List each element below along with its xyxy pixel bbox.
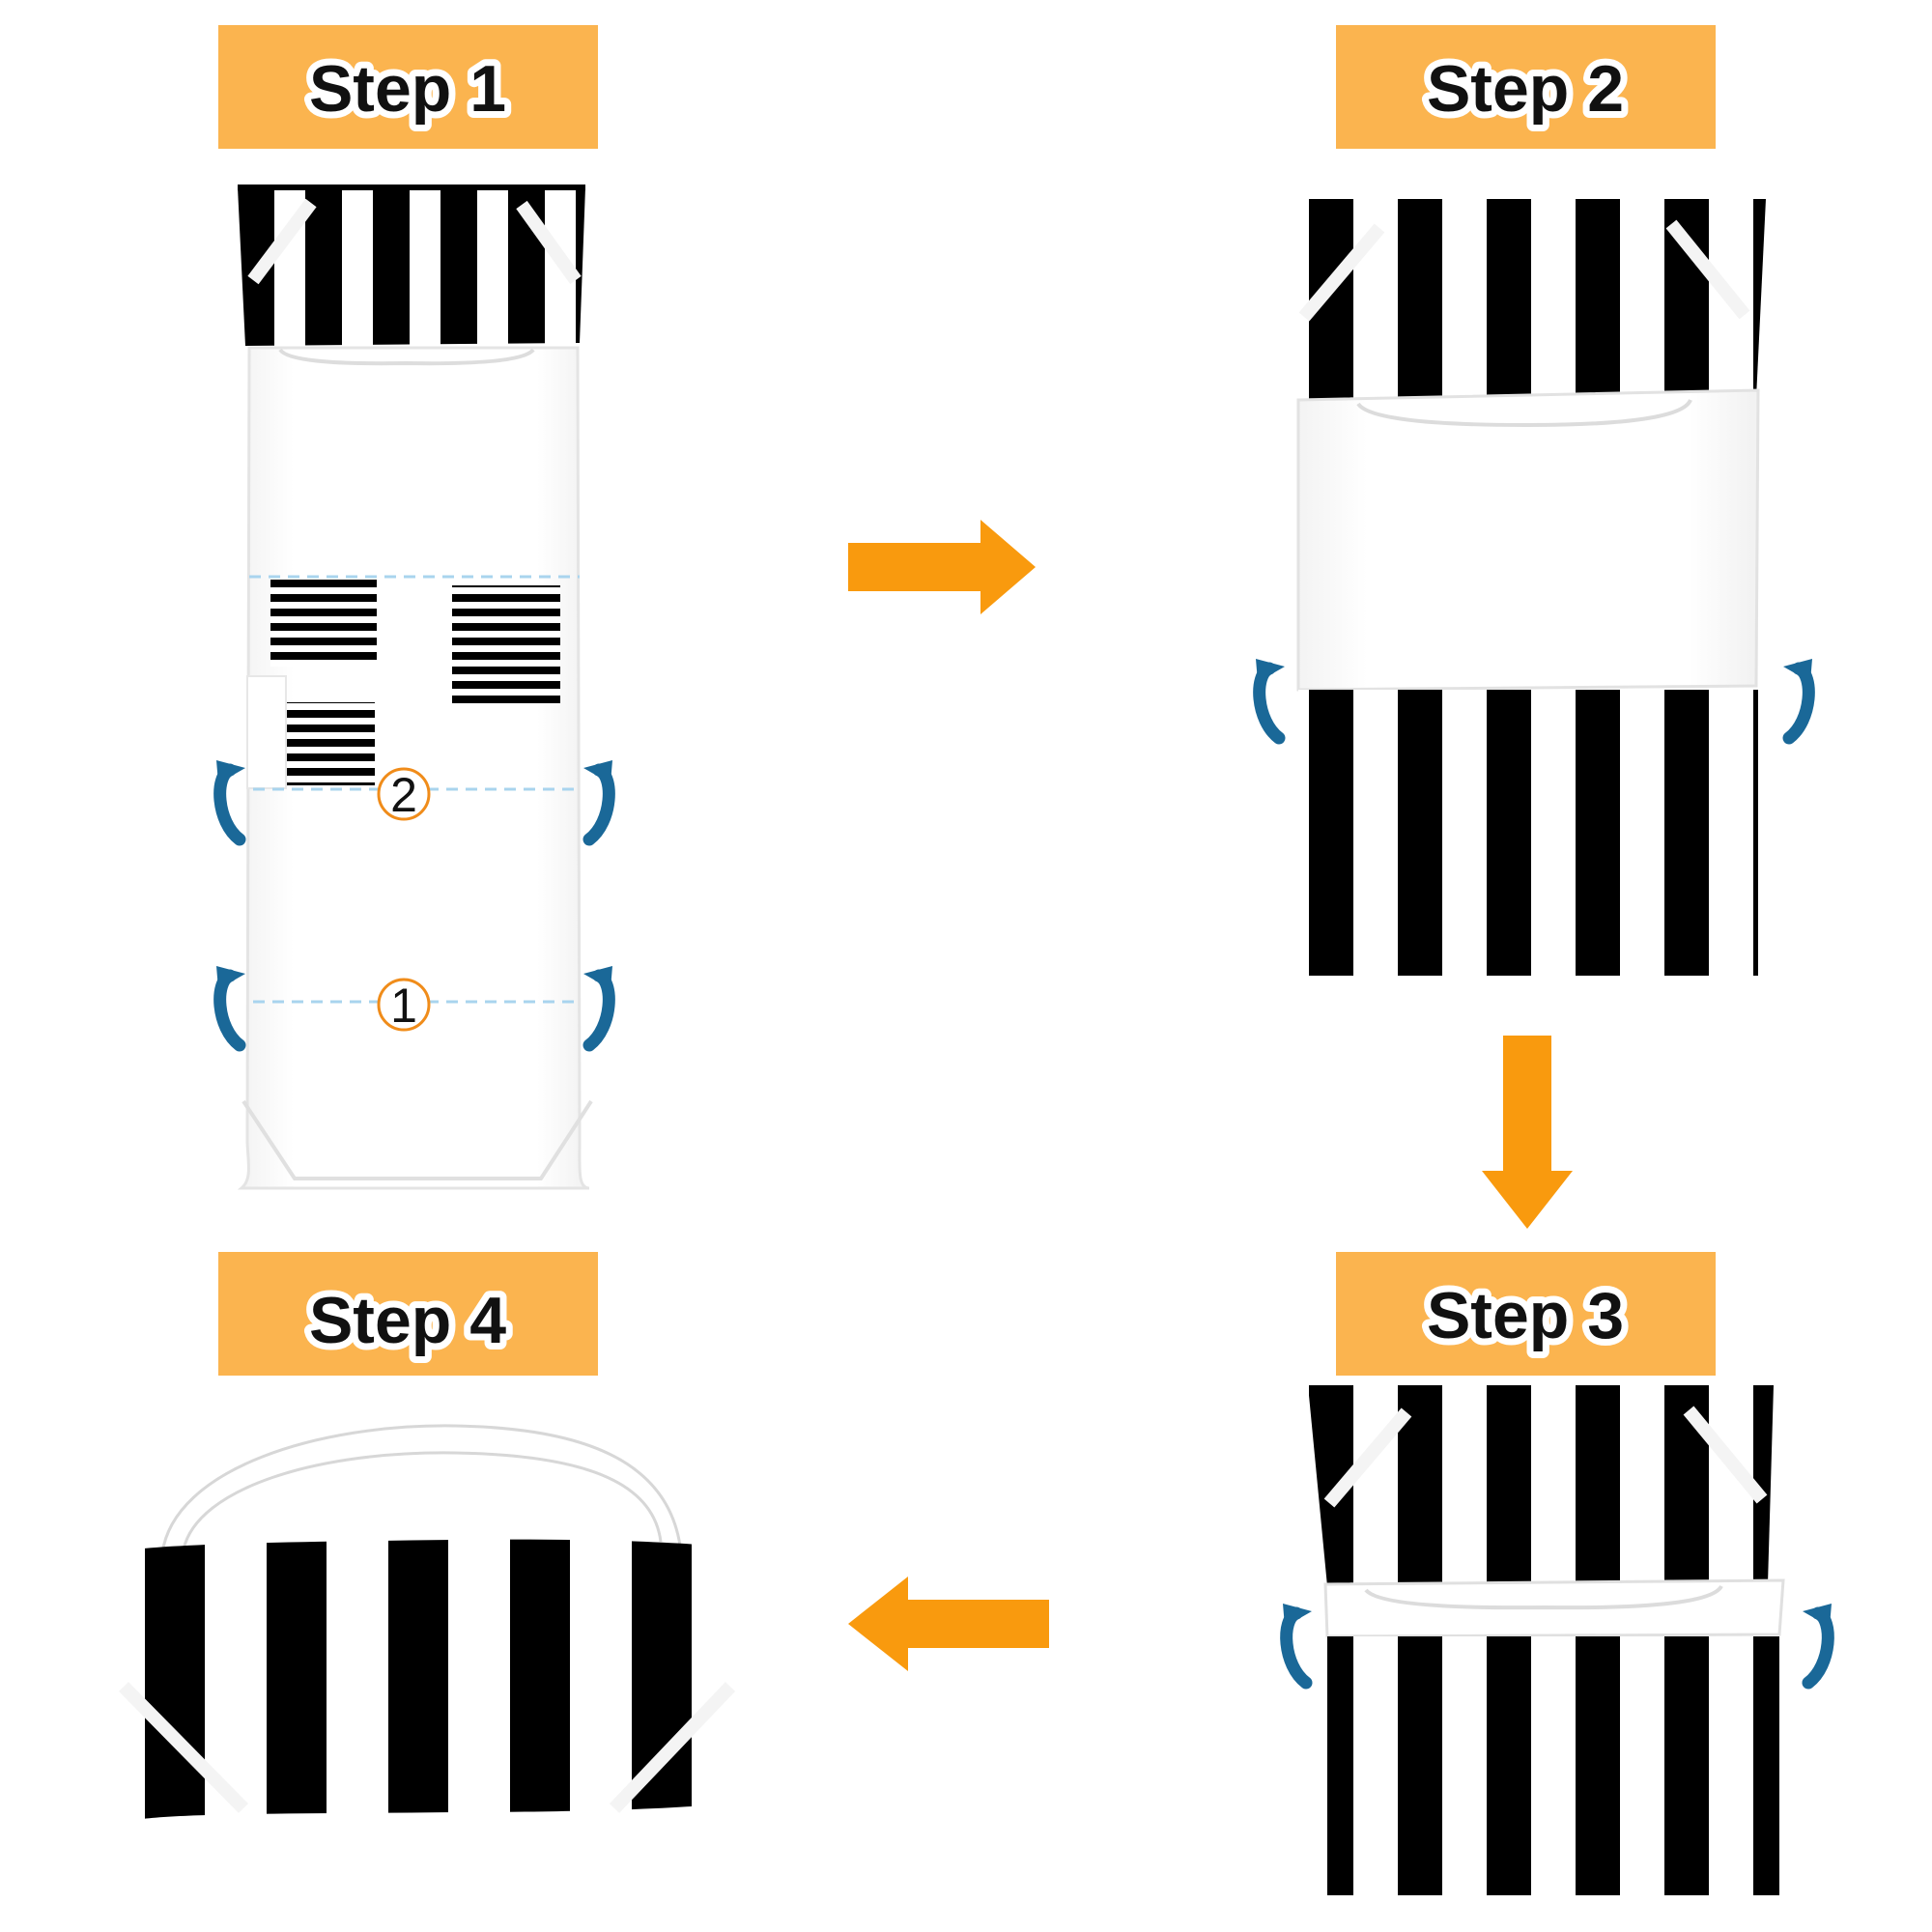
curved-fold-arrow-icon bbox=[1280, 1604, 1313, 1690]
step-2-panel: Step 2 bbox=[1253, 25, 1815, 976]
step-4-title: Step 4 bbox=[309, 1284, 506, 1357]
curved-fold-arrow-icon bbox=[1782, 659, 1815, 745]
arrow-left-icon bbox=[848, 1577, 1049, 1671]
curved-fold-arrow-icon bbox=[213, 760, 246, 846]
curved-fold-arrow-icon bbox=[582, 760, 615, 846]
svg-text:1: 1 bbox=[390, 979, 417, 1033]
step-2-banner bbox=[1336, 25, 1716, 149]
step-1-unfolded-pillow: 2 1 bbox=[237, 185, 593, 1190]
svg-text:2: 2 bbox=[390, 768, 417, 822]
step-3-title: Step 3 bbox=[1427, 1279, 1624, 1352]
step-3-banner bbox=[1336, 1252, 1716, 1376]
step-3-panel: Step 3 bbox=[1280, 1252, 1834, 1895]
arrow-down-icon bbox=[1482, 1036, 1573, 1229]
striped-patch bbox=[270, 578, 377, 667]
step-4-panel: Step 4 bbox=[112, 1252, 753, 1824]
step-3-pillow bbox=[1308, 1385, 1785, 1895]
curved-fold-arrow-icon bbox=[1253, 659, 1286, 745]
step-4-finished-pillow bbox=[112, 1410, 753, 1824]
curved-fold-arrow-icon bbox=[1802, 1604, 1834, 1690]
step-1-panel: Step 1 2 bbox=[213, 25, 615, 1190]
arrow-right-icon bbox=[848, 520, 1036, 614]
striped-patch bbox=[452, 585, 560, 705]
fold-marker-2: 2 bbox=[377, 767, 431, 822]
curved-fold-arrow-icon bbox=[213, 966, 246, 1052]
striped-section bbox=[1298, 690, 1758, 976]
step-4-banner bbox=[218, 1252, 598, 1376]
step-2-pillow bbox=[1283, 199, 1766, 976]
fold-marker-1: 1 bbox=[377, 978, 431, 1033]
striped-section bbox=[1327, 1636, 1779, 1895]
curved-fold-arrow-icon bbox=[582, 966, 615, 1052]
step-1-title: Step 1 bbox=[309, 52, 506, 126]
step-1-banner bbox=[218, 25, 598, 149]
step-2-title: Step 2 bbox=[1427, 52, 1624, 126]
